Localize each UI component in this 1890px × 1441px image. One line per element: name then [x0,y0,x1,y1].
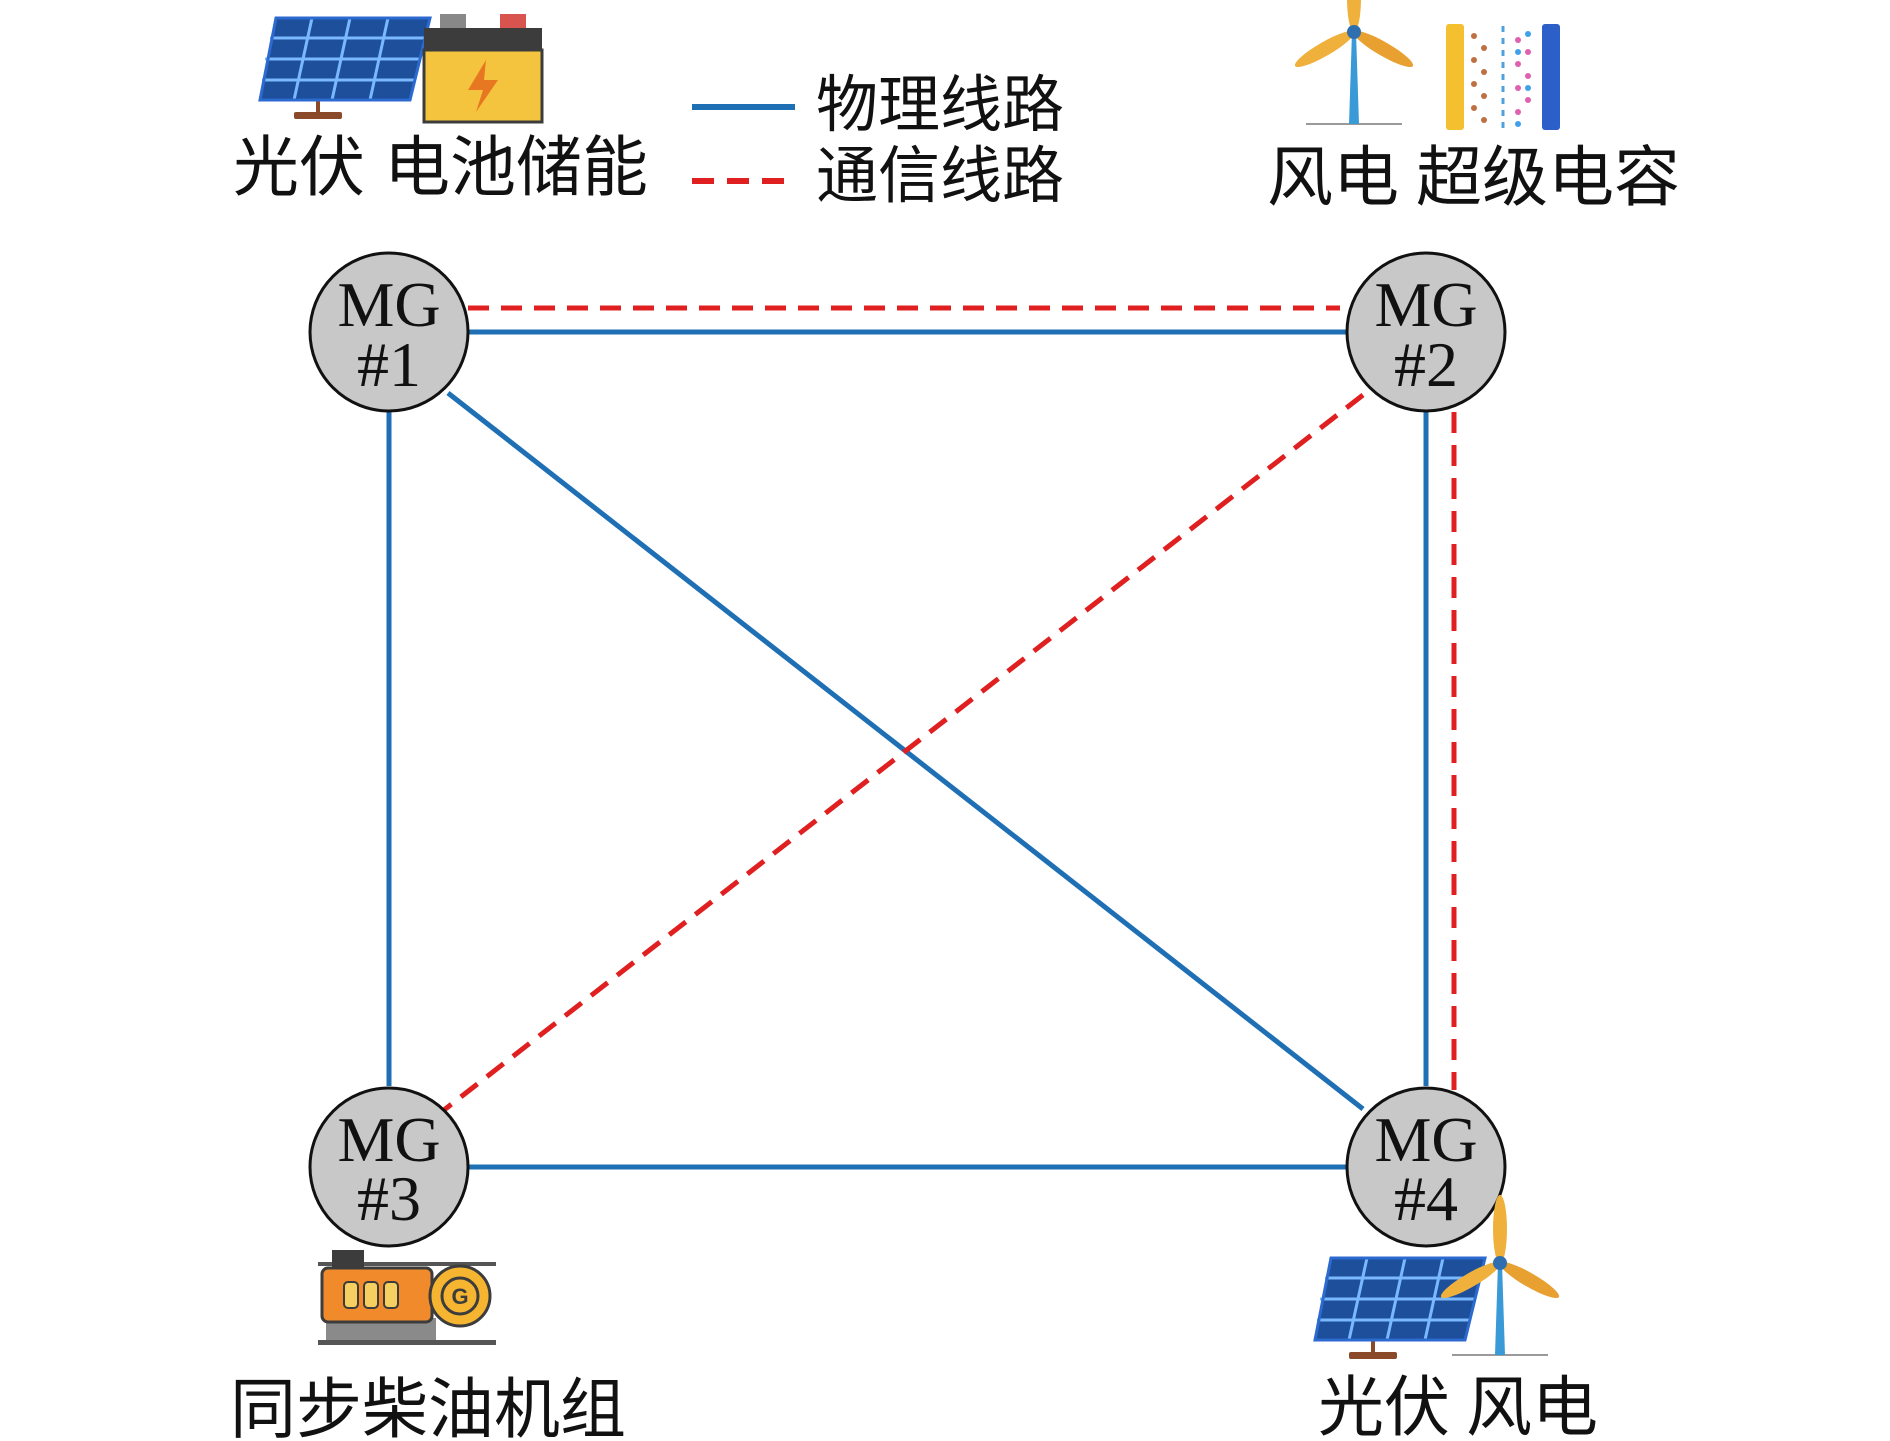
svg-text:G: G [451,1284,468,1309]
comm-link-mg2-mg3 [442,393,1365,1112]
mg4-resource-wind: 风电 [1466,1369,1598,1441]
node-mg4: MG #4 [1345,1086,1507,1248]
node-mg2-number: #2 [1394,329,1458,400]
legend-comm-label: 通信线路 [816,139,1064,212]
solar-panel-icon [258,16,432,121]
mg3-resources: G 同步柴油机组 [230,1250,626,1441]
mg4-resources: 光伏 风电 [1313,1194,1598,1441]
mg2-resource-supercap: 超级电容 [1416,139,1680,216]
node-mg3-number: #3 [357,1163,421,1234]
solar-panel-icon [1313,1256,1487,1361]
diesel-generator-icon: G [318,1250,496,1345]
node-mg4-number: #4 [1394,1163,1458,1234]
mg4-resource-pv: 光伏 [1318,1369,1450,1441]
communication-links [442,305,1457,1112]
node-mg3-label: MG [337,1104,440,1175]
node-mg4-label: MG [1374,1104,1477,1175]
node-mg1: MG #1 [308,251,470,413]
node-mg2: MG #2 [1345,251,1507,413]
supercapacitor-icon [1446,24,1560,130]
mg3-resource-diesel: 同步柴油机组 [230,1371,626,1441]
wind-turbine-icon [1290,0,1418,125]
node-mg3: MG #3 [308,1086,470,1248]
node-mg1-label: MG [337,269,440,340]
node-mg1-number: #1 [357,329,421,400]
legend-physical-label: 物理线路 [816,68,1064,141]
legend: 物理线路 通信线路 [692,68,1064,212]
mg1-resource-pv: 光伏 [233,129,365,206]
node-mg2-label: MG [1374,269,1477,340]
battery-icon [422,14,544,124]
mg1-resources: 光伏 电池储能 [233,14,648,206]
mg1-resource-battery: 电池储能 [384,129,648,206]
mg2-resource-wind: 风电 [1267,139,1399,216]
mg2-resources: 风电 超级电容 [1267,0,1680,216]
